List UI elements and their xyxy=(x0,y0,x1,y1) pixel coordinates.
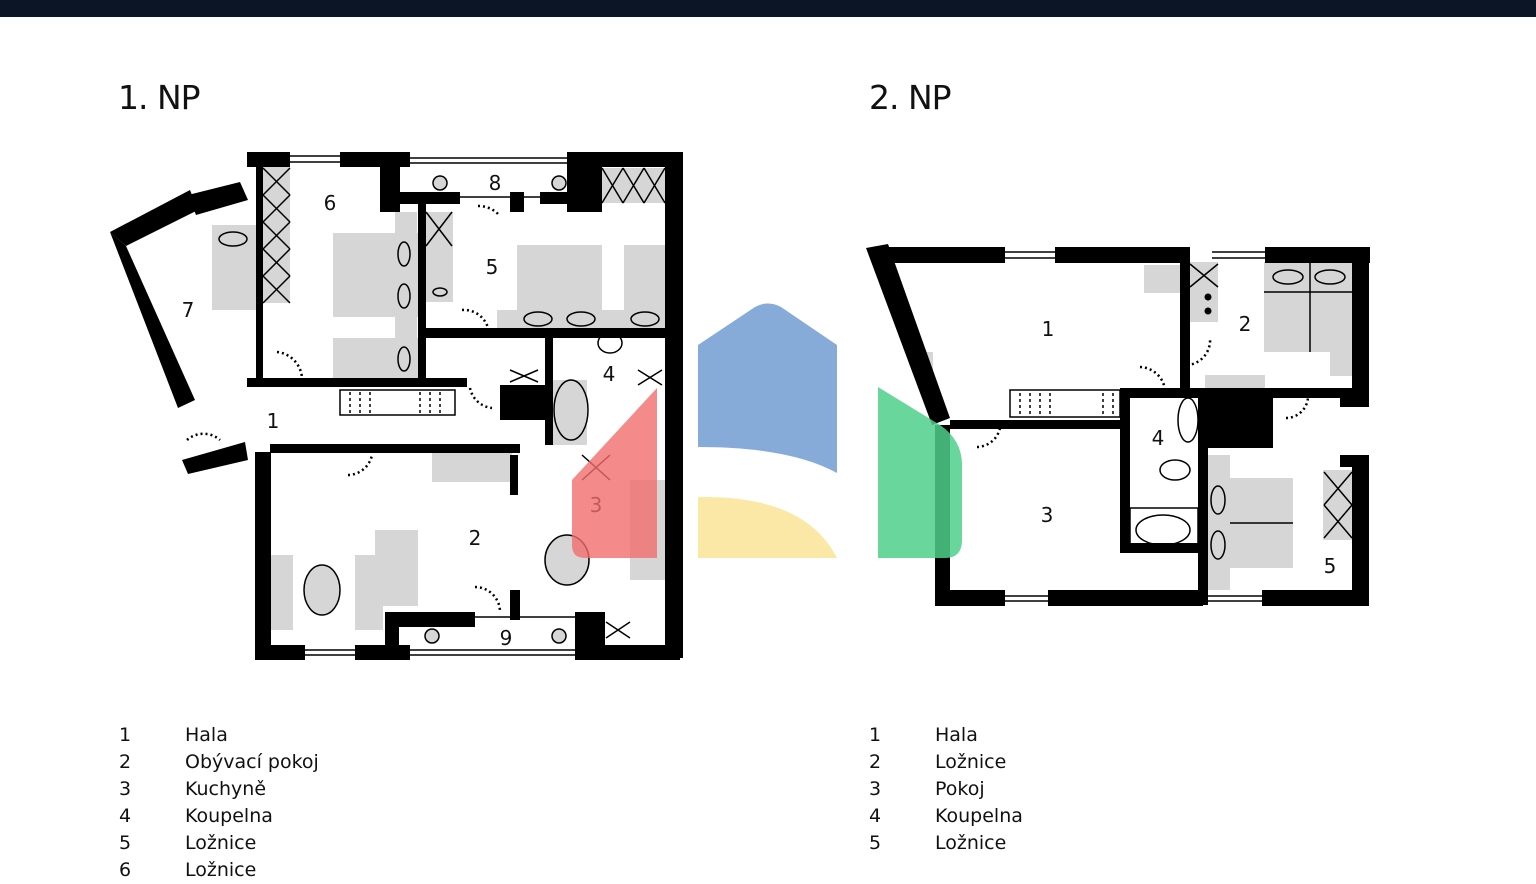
legend-room-name: Koupelna xyxy=(935,805,1023,827)
legend-num: 3 xyxy=(119,778,132,800)
legend-room-name: Koupelna xyxy=(185,805,273,827)
legend-num: 4 xyxy=(119,805,132,827)
room-label-1np-6: 6 xyxy=(324,191,337,215)
room-label-1np-4: 4 xyxy=(603,362,616,386)
room-label-1np-7: 7 xyxy=(182,298,195,322)
legend-row: 5 Ložnice xyxy=(869,830,1023,857)
room-label-2np-2: 2 xyxy=(1239,312,1252,336)
legend-room-name: Ložnice xyxy=(185,859,257,881)
room-label-2np-4: 4 xyxy=(1152,426,1165,450)
legend-row: 4 Koupelna xyxy=(119,803,319,830)
legend-room-name: Ložnice xyxy=(185,832,257,854)
legend-row: 4 Koupelna xyxy=(869,803,1023,830)
room-label-2np-3: 3 xyxy=(1041,503,1054,527)
room-label-1np-5: 5 xyxy=(486,255,499,279)
room-label-1np-8: 8 xyxy=(489,171,502,195)
legend-row: 3 Kuchyně xyxy=(119,776,319,803)
legend-room-name: Pokoj xyxy=(935,778,985,800)
legend-num: 3 xyxy=(869,778,882,800)
legend-row: 2 Ložnice xyxy=(869,749,1023,776)
floor-title-2np: 2. NP xyxy=(869,78,952,117)
legend-num: 5 xyxy=(869,832,882,854)
legend-num: 1 xyxy=(119,724,132,746)
legend-room-name: Kuchyně xyxy=(185,778,267,800)
legend-row: 2 Obývací pokoj xyxy=(119,749,319,776)
legend-row: 6 Ložnice xyxy=(119,857,319,884)
legend-row: 1 Hala xyxy=(119,722,319,749)
top-bar xyxy=(0,0,1536,17)
legend-num: 4 xyxy=(869,805,882,827)
floor-plan-1np: 1 2 3 4 5 6 7 8 9 xyxy=(110,152,683,660)
legend-num: 1 xyxy=(869,724,882,746)
legend-row: 3 Pokoj xyxy=(869,776,1023,803)
legend-num: 5 xyxy=(119,832,132,854)
legend-room-name: Ložnice xyxy=(935,751,1007,773)
room-label-2np-1: 1 xyxy=(1042,317,1055,341)
legend-row: 5 Ložnice xyxy=(119,830,319,857)
floor-title-1np: 1. NP xyxy=(118,78,201,117)
legend-num: 6 xyxy=(119,859,132,881)
room-label-1np-2: 2 xyxy=(469,526,482,550)
legend-room-name: Hala xyxy=(185,724,228,746)
legend-num: 2 xyxy=(119,751,132,773)
legend-row: 1 Hala xyxy=(869,722,1023,749)
legend-room-name: Obývací pokoj xyxy=(185,751,319,773)
room-label-2np-5: 5 xyxy=(1324,554,1337,578)
legend-room-name: Ložnice xyxy=(935,832,1007,854)
legend-room-name: Hala xyxy=(935,724,978,746)
legend-num: 2 xyxy=(869,751,882,773)
room-label-1np-1: 1 xyxy=(267,409,280,433)
room-label-1np-9: 9 xyxy=(500,626,513,650)
